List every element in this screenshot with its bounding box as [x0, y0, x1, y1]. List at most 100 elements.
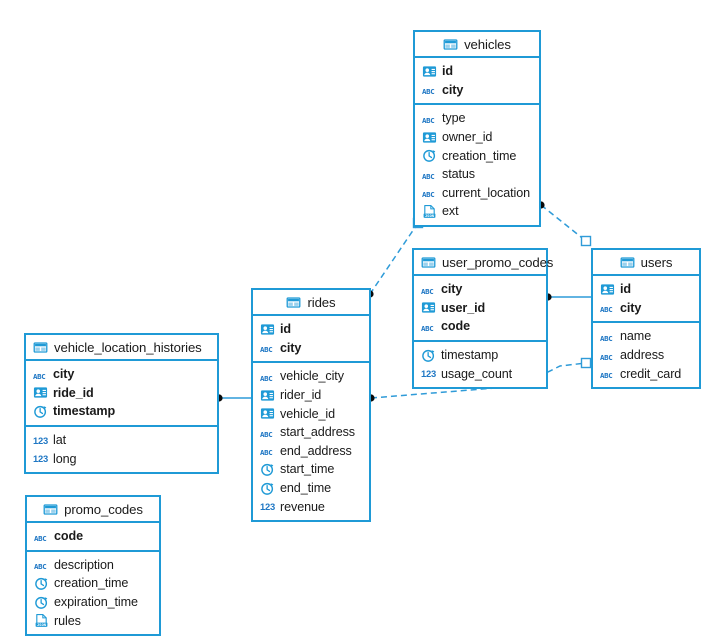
abc-string-icon: ABC: [600, 329, 615, 344]
entity-header-rides[interactable]: rides: [253, 290, 369, 316]
field-end_time[interactable]: end_time: [253, 479, 369, 498]
entity-title: user_promo_codes: [442, 254, 554, 270]
field-label: lat: [53, 433, 67, 448]
field-label: owner_id: [442, 130, 493, 145]
abc-string-icon: ABC: [600, 300, 615, 315]
primary-key-field-ride_id[interactable]: ride_id: [26, 384, 217, 403]
field-creation_time[interactable]: creation_time: [27, 574, 159, 593]
entity-header-users[interactable]: users: [593, 250, 699, 276]
field-owner_id[interactable]: owner_id: [415, 128, 539, 147]
relationship-user_promo_codes-users[interactable]: [544, 293, 591, 301]
abc-string-icon: ABC: [421, 282, 436, 297]
field-start_time[interactable]: start_time: [253, 460, 369, 479]
primary-key-field-city[interactable]: ABC city: [415, 81, 539, 100]
field-label: start_time: [280, 462, 335, 477]
abc-string-icon: ABC: [422, 82, 437, 97]
clock-timestamp-icon: [34, 576, 49, 591]
abc-label: ABC: [600, 371, 613, 381]
field-label: long: [53, 451, 77, 466]
field-label: ext: [442, 204, 459, 219]
entity-title: promo_codes: [64, 501, 143, 517]
field-long[interactable]: 123 long: [26, 449, 217, 468]
field-label: user_id: [441, 300, 486, 315]
entity-title: users: [640, 254, 673, 270]
field-label: vehicle_id: [280, 406, 336, 421]
clock-timestamp-icon: [34, 595, 49, 610]
abc-label: ABC: [422, 190, 435, 200]
abc-string-icon: ABC: [600, 348, 615, 363]
field-rider_id[interactable]: rider_id: [253, 386, 369, 405]
table-grid-icon: [33, 340, 48, 355]
primary-key-field-city[interactable]: ABC city: [414, 280, 546, 299]
field-label: city: [280, 340, 302, 355]
field-label: rules: [54, 613, 81, 628]
primary-key-field-timestamp[interactable]: timestamp: [26, 402, 217, 421]
table-grid-icon: [443, 37, 458, 52]
123-number-icon: 123: [260, 499, 275, 514]
field-label: usage_count: [441, 366, 513, 381]
entity-header-user_promo_codes[interactable]: user_promo_codes: [414, 250, 553, 276]
field-label: city: [441, 282, 463, 297]
field-label: id: [442, 64, 453, 79]
123-number-icon: 123: [33, 451, 48, 466]
entity-header-promo_codes[interactable]: promo_codes: [27, 497, 159, 523]
field-label: timestamp: [53, 404, 116, 419]
field-label: address: [620, 348, 665, 363]
abc-string-icon: ABC: [34, 529, 49, 544]
id-card-icon: [600, 282, 615, 297]
primary-key-field-user_id[interactable]: user_id: [414, 299, 546, 318]
clock-timestamp-icon: [260, 462, 275, 477]
field-label: vehicle_city: [280, 369, 344, 384]
field-address[interactable]: ABC address: [593, 346, 699, 365]
field-creation_time[interactable]: creation_time: [415, 146, 539, 165]
relationship-vehicle_location_histories-rides[interactable]: [215, 394, 251, 402]
entity-header-vehicles[interactable]: vehicles: [415, 32, 539, 58]
field-label: city: [442, 82, 464, 97]
field-timestamp[interactable]: timestamp: [414, 346, 546, 365]
field-label: end_time: [280, 481, 332, 496]
relationship-vehicles-users[interactable]: [537, 201, 592, 247]
primary-key-field-id[interactable]: id: [253, 320, 369, 339]
id-card-icon: [260, 406, 275, 421]
entity-header-vehicle_location_histories[interactable]: vehicle_location_histories: [26, 335, 217, 361]
field-label: code: [441, 319, 470, 334]
field-vehicle_id[interactable]: vehicle_id: [253, 404, 369, 423]
field-label: ride_id: [53, 385, 94, 400]
field-expiration_time[interactable]: expiration_time: [27, 593, 159, 612]
field-label: description: [54, 557, 114, 572]
number-label: 123: [260, 501, 276, 513]
field-label: city: [53, 367, 75, 382]
primary-key-field-id[interactable]: id: [415, 62, 539, 81]
primary-key-field-id[interactable]: id: [593, 280, 699, 299]
